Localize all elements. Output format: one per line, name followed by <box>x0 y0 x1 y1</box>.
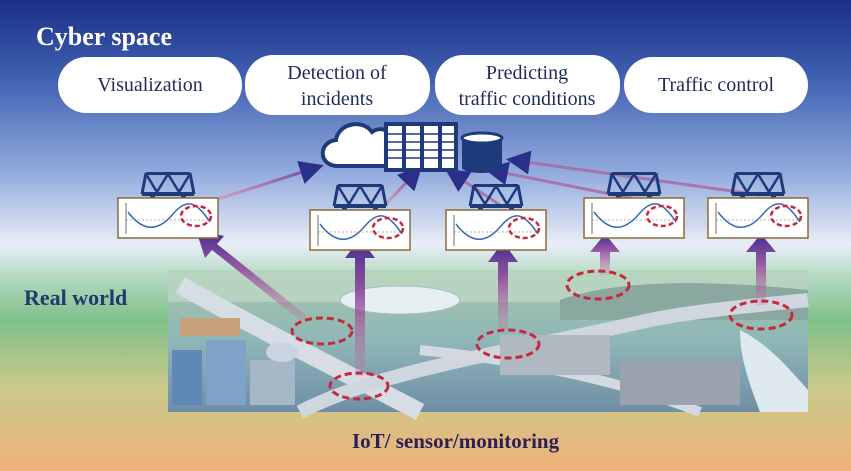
bridge-monitoring-units <box>117 171 809 251</box>
bridge-sensor-unit <box>117 171 219 239</box>
upward-arrow <box>590 234 620 275</box>
bridge-sensor-unit <box>445 183 547 251</box>
function-traffic-control: Traffic control <box>624 57 808 113</box>
sensor-chart-icon <box>117 197 219 239</box>
sensor-chart-icon <box>309 209 411 251</box>
upward-arrow <box>746 234 776 305</box>
function-visualization: Visualization <box>58 57 242 113</box>
function-predicting-traffic-conditions: Predicting traffic conditions <box>435 55 620 115</box>
sensor-ring <box>328 371 390 401</box>
function-detection-of-incidents: Detection of incidents <box>245 55 430 115</box>
upward-arrow <box>345 238 375 376</box>
real-world-label: Real world <box>24 285 127 310</box>
sensor-ring <box>565 269 631 301</box>
sensor-ring <box>290 316 354 346</box>
sensor-chart-icon <box>445 209 547 251</box>
cyber-space-label: Cyber space <box>36 22 172 51</box>
sensor-chart-icon <box>707 197 809 239</box>
function-label-line2: traffic conditions <box>459 88 596 110</box>
function-label: Traffic control <box>658 74 775 96</box>
database-icon <box>460 131 504 173</box>
sensor-upward-arrows <box>196 230 776 376</box>
function-label-line1: Predicting <box>486 62 568 84</box>
function-label: Visualization <box>97 74 202 96</box>
bridge-sensor-unit <box>583 171 685 239</box>
upward-arrow <box>196 230 307 322</box>
bridge-icon <box>332 183 388 213</box>
bridge-sensor-unit <box>309 183 411 251</box>
sensor-ring <box>475 328 541 360</box>
sensor-chart-icon <box>583 197 685 239</box>
function-label-line1: Detection of <box>287 62 387 84</box>
bridge-sensor-unit <box>707 171 809 239</box>
function-label-line2: incidents <box>301 88 373 110</box>
sensor-rings <box>290 269 794 401</box>
iot-sensor-label: IoT/ sensor/monitoring <box>352 429 560 453</box>
server-icon <box>384 122 458 172</box>
upward-arrow <box>488 242 518 330</box>
sensor-ring <box>728 299 794 331</box>
